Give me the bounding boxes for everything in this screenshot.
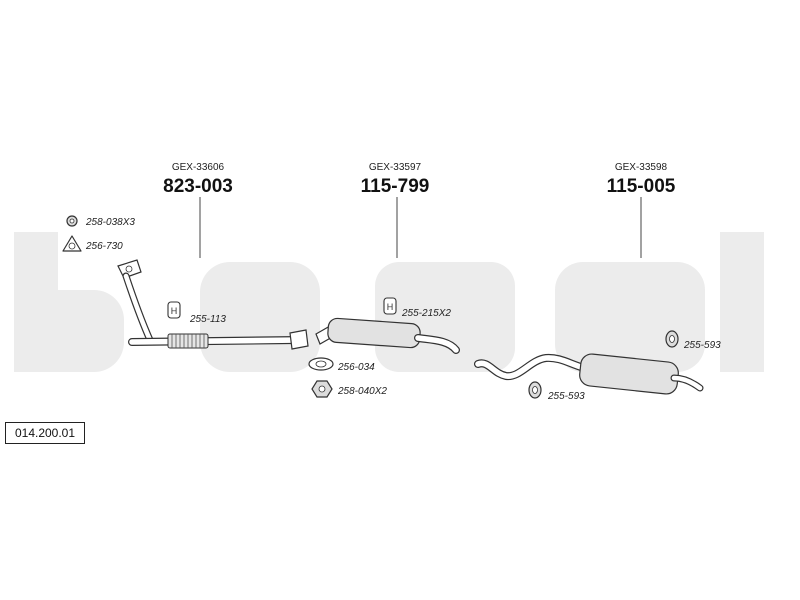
- hex-nut-icon: [311, 380, 333, 398]
- part-label-hanger-top: 255-593: [683, 340, 721, 351]
- part-number-front: 823-003: [163, 176, 233, 197]
- clamp-icon: H: [167, 301, 181, 319]
- part-number-middle: 115-799: [361, 176, 430, 197]
- clamp-icon-mid: H: [383, 297, 397, 315]
- assembly-front: GEX-33606 823-003: [163, 162, 233, 258]
- rear-silencer-icon: [474, 353, 704, 395]
- assembly-middle: GEX-33597 115-799: [361, 162, 430, 258]
- gex-code-middle: GEX-33597: [369, 162, 422, 173]
- hanger-icon-top: [665, 330, 679, 348]
- hanger-icon-bottom: [528, 381, 542, 399]
- part-label-oval-gasket: 256-034: [337, 362, 375, 373]
- gex-code-rear: GEX-33598: [615, 162, 668, 173]
- part-label-hanger-bottom: 255-593: [547, 391, 585, 402]
- watermark-logo: [14, 232, 764, 372]
- part-label-nut-x2: 258-040X2: [337, 386, 387, 397]
- svg-text:H: H: [171, 306, 178, 316]
- part-label-clamp-front: 255-113: [189, 314, 226, 325]
- nut-icon: [66, 215, 78, 227]
- triangle-gasket-icon: [62, 235, 82, 252]
- oval-gasket-icon: [308, 357, 334, 371]
- part-label-clamp-mid: 255-215X2: [401, 308, 451, 319]
- svg-text:H: H: [387, 302, 394, 312]
- middle-silencer-icon: [315, 317, 460, 354]
- gex-code-front: GEX-33606: [172, 162, 225, 173]
- part-label-triangle-gasket: 256-730: [85, 241, 123, 252]
- part-number-rear: 115-005: [607, 176, 676, 197]
- part-label-nut-x3: 258-038X3: [85, 217, 135, 228]
- assembly-rear: GEX-33598 115-005: [607, 162, 676, 258]
- reference-number: 014.200.01: [5, 422, 85, 444]
- front-pipe-icon: [117, 259, 309, 350]
